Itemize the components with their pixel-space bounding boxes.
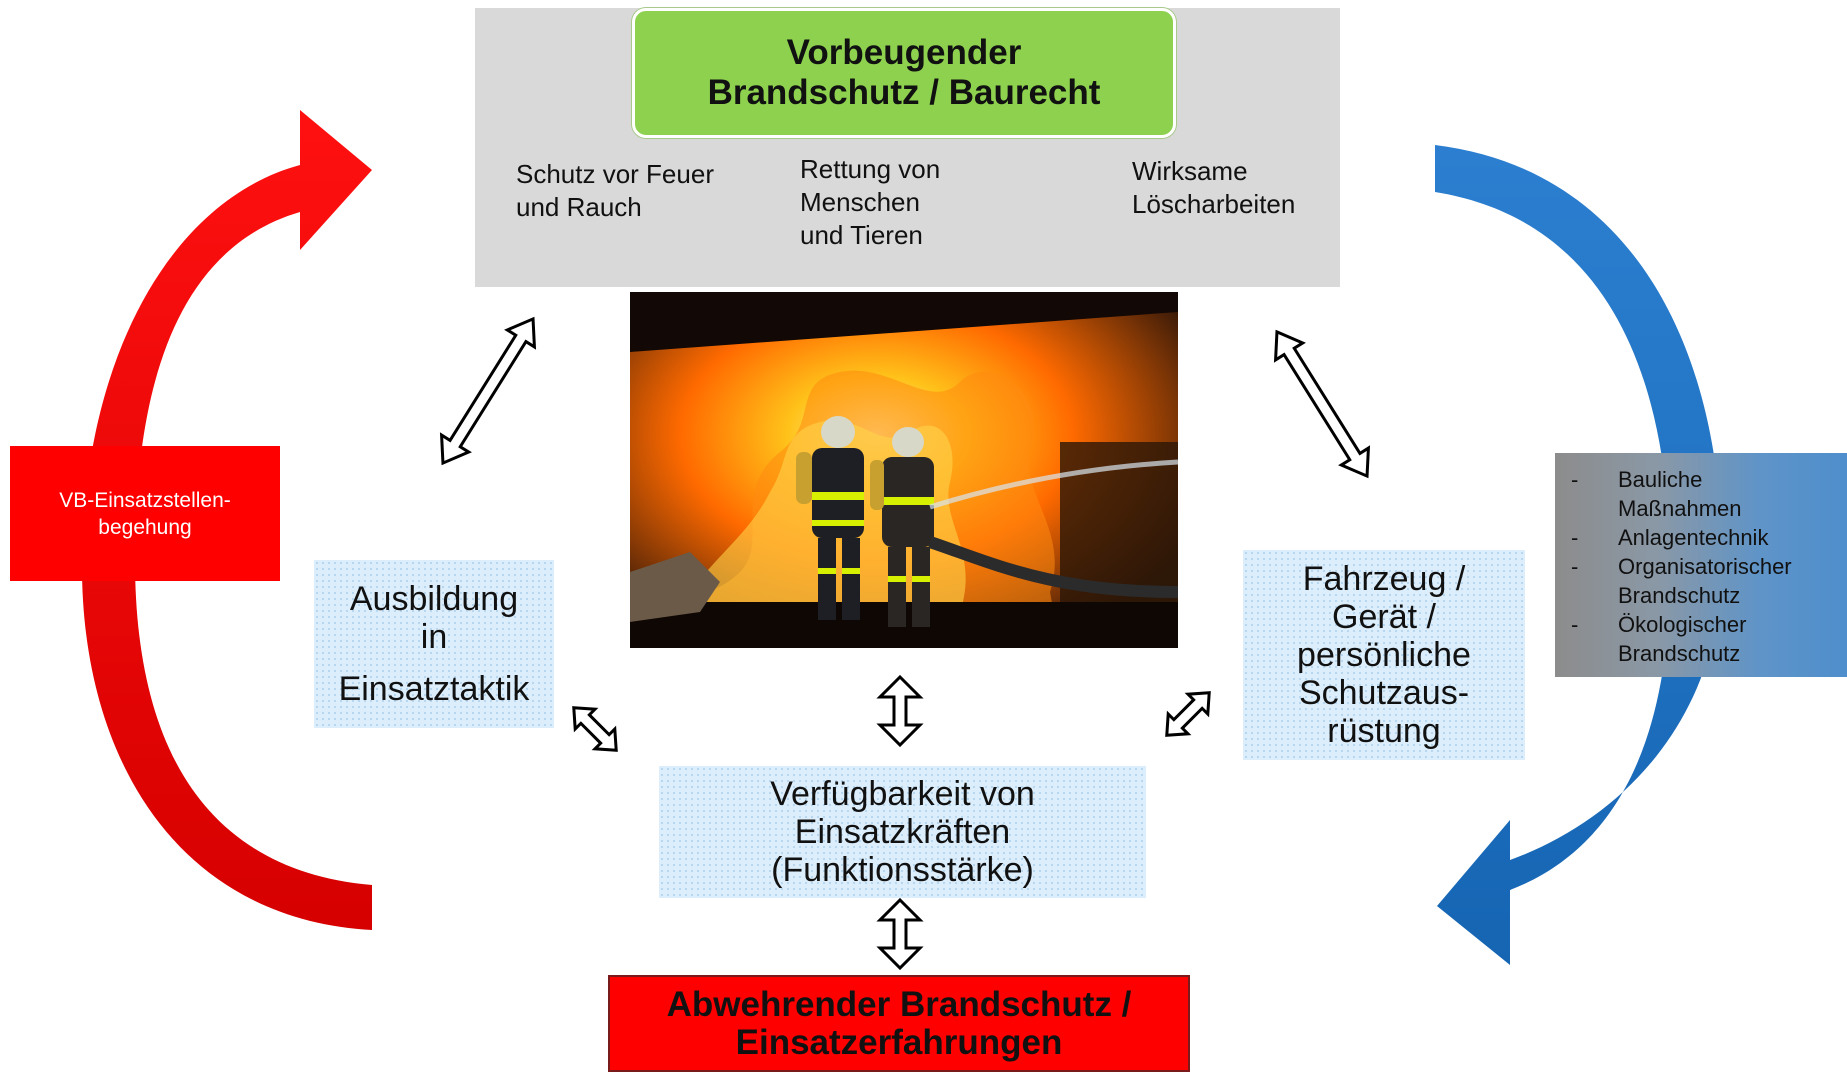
- double-arrow-top-left: [439, 316, 537, 466]
- personnel-availability-line: Verfügbarkeit von: [770, 775, 1035, 813]
- double-arrow-photo-center: [876, 674, 924, 748]
- vehicle-equipment-line: Fahrzeug /: [1302, 560, 1466, 598]
- measures-list-item: - Anlagentechnik: [1571, 523, 1847, 552]
- panel-column-3-line: Wirksame: [1132, 156, 1248, 186]
- panel-column-2-line: Menschen: [800, 187, 920, 217]
- site-inspection-line: begehung: [98, 515, 192, 539]
- panel-column-3-line: Löscharbeiten: [1132, 189, 1296, 219]
- measures-list-text: Organisatorischer: [1618, 554, 1792, 579]
- double-arrow-top-right: [1273, 329, 1371, 479]
- firefighter-2: [870, 427, 934, 627]
- red-cycle-arrow: [81, 110, 372, 930]
- panel-column-2-line: Rettung von: [800, 154, 941, 184]
- list-bullet-dash: -: [1571, 525, 1579, 550]
- personnel-availability-line: Einsatzkräften: [794, 813, 1011, 851]
- fire-photo-illustration: [630, 292, 1178, 648]
- personnel-availability-box: Verfügbarkeit von Einsatzkräften (Funkti…: [659, 766, 1146, 898]
- panel-column-2: Rettung von Menschen und Tieren: [800, 153, 1040, 252]
- measures-list-text: Maßnahmen: [1618, 496, 1742, 521]
- site-inspection-line: VB-Einsatzstellen-: [59, 488, 231, 512]
- list-bullet-dash: -: [1571, 612, 1579, 637]
- panel-column-3: Wirksame Löscharbeiten: [1132, 155, 1342, 221]
- training-tactics-line: in: [420, 618, 448, 656]
- panel-column-1-line: und Rauch: [516, 192, 642, 222]
- panel-column-1: Schutz vor Feuer und Rauch: [516, 158, 796, 224]
- list-bullet-dash: -: [1571, 467, 1579, 492]
- firefighters-fire-photo: [630, 292, 1178, 648]
- preventive-title-line1: Vorbeugender: [786, 33, 1022, 72]
- site-inspection-box: VB-Einsatzstellen- begehung: [10, 446, 280, 581]
- defensive-fire-protection-box: Abwehrender Brandschutz / Einsatzerfahru…: [608, 975, 1190, 1072]
- training-tactics-line: Einsatztaktik: [338, 670, 530, 708]
- vehicle-equipment-line: Schutzaus-: [1298, 674, 1470, 712]
- blue-cycle-arrow: [1435, 145, 1722, 965]
- preventive-title-line2: Brandschutz / Baurecht: [707, 73, 1101, 112]
- double-arrow-center-bottom: [876, 897, 924, 971]
- personnel-availability-line: (Funktionsstärke): [771, 851, 1034, 889]
- panel-column-1-line: Schutz vor Feuer: [516, 159, 714, 189]
- measures-list-text: Brandschutz: [1618, 641, 1741, 666]
- measures-list-text: Bauliche: [1618, 467, 1703, 492]
- double-arrow-left-diag: [572, 706, 618, 752]
- preventive-title-box: Vorbeugender Brandschutz / Baurecht: [632, 8, 1176, 138]
- firefighter-1: [796, 416, 864, 620]
- measures-list-text: Ökologischer: [1618, 612, 1747, 637]
- defensive-fire-protection-line: Einsatzerfahrungen: [735, 1022, 1063, 1062]
- vehicle-equipment-box: Fahrzeug / Gerät / persönliche Schutzaus…: [1243, 550, 1525, 760]
- vehicle-equipment-line: rüstung: [1327, 712, 1441, 750]
- measures-list-text: Brandschutz: [1618, 583, 1741, 608]
- panel-column-2-line: und Tieren: [800, 220, 923, 250]
- measures-list-text: Anlagentechnik: [1618, 525, 1769, 550]
- training-tactics-box: Ausbildung in Einsatztaktik: [314, 560, 554, 728]
- double-arrow-right-diag: [1165, 691, 1211, 737]
- list-bullet-dash: -: [1571, 554, 1579, 579]
- vehicle-equipment-line: persönliche: [1297, 636, 1471, 674]
- defensive-fire-protection-line: Abwehrender Brandschutz /: [666, 984, 1132, 1024]
- training-tactics-line: Ausbildung: [349, 580, 519, 618]
- vehicle-equipment-line: Gerät /: [1332, 598, 1436, 636]
